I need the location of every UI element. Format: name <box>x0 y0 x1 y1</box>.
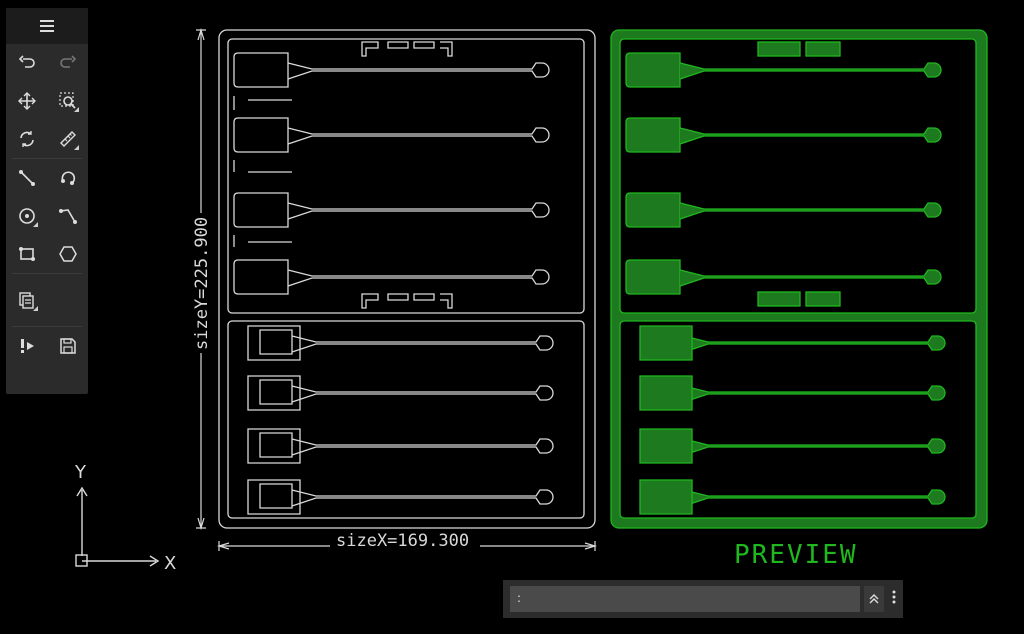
move-icon <box>17 92 36 110</box>
save-button[interactable] <box>47 327 88 365</box>
size-y-label: sizeY=225.900 <box>192 217 212 350</box>
circle-button[interactable] <box>6 197 47 235</box>
command-prompt: : <box>517 591 522 605</box>
measure-button[interactable] <box>47 120 88 158</box>
command-history-button[interactable] <box>864 586 884 612</box>
command-input[interactable] <box>510 586 860 612</box>
toolbar-separator <box>12 326 82 327</box>
move-button[interactable] <box>6 82 47 120</box>
polygon-button[interactable] <box>47 235 88 273</box>
zoom-window-icon <box>58 92 76 109</box>
menu-icon <box>40 20 54 32</box>
flyout-indicator-icon <box>74 145 79 150</box>
arc-button[interactable] <box>47 159 88 197</box>
preview-sheet <box>610 29 988 529</box>
command-more-button[interactable] <box>886 590 902 608</box>
flyout-indicator-icon <box>74 107 79 112</box>
polyline-icon <box>58 209 77 224</box>
polygon-icon <box>58 246 77 262</box>
layers-icon <box>18 292 34 309</box>
toolbar-separator <box>12 158 82 159</box>
rotate-icon <box>19 131 34 147</box>
rectangle-button[interactable] <box>6 235 47 273</box>
redo-button[interactable] <box>47 44 88 82</box>
flyout-indicator-icon <box>33 306 38 311</box>
redo-icon <box>59 55 76 68</box>
polyline-button[interactable] <box>47 197 88 235</box>
run-button[interactable] <box>6 327 47 365</box>
preview-label: PREVIEW <box>734 540 858 570</box>
more-vertical-icon <box>892 590 896 604</box>
circle-icon <box>18 208 35 224</box>
run-icon <box>20 339 34 353</box>
rotate-button[interactable] <box>6 120 47 158</box>
flyout-indicator-icon <box>33 222 38 227</box>
command-bar: : <box>503 580 903 618</box>
tool-palette <box>6 8 88 394</box>
menu-button[interactable] <box>6 8 88 44</box>
size-x-label: sizeX=169.300 <box>336 531 469 551</box>
axis-x-label: X <box>164 553 176 574</box>
layers-button[interactable] <box>6 281 47 319</box>
chevron-up-double-icon <box>869 594 879 604</box>
line-button[interactable] <box>6 159 47 197</box>
axis-y-label: Y <box>74 462 87 483</box>
arc-icon <box>60 171 75 185</box>
measure-icon <box>59 131 76 147</box>
dimension-x <box>216 541 598 551</box>
zoom-window-button[interactable] <box>47 82 88 120</box>
undo-icon <box>18 55 35 68</box>
ucs-axis-icon <box>75 486 160 567</box>
toolbar-separator <box>12 273 82 274</box>
sheet-outline <box>218 29 596 529</box>
line-icon <box>18 170 35 186</box>
undo-button[interactable] <box>6 44 47 82</box>
save-icon <box>59 338 76 354</box>
rectangle-icon <box>18 247 35 261</box>
